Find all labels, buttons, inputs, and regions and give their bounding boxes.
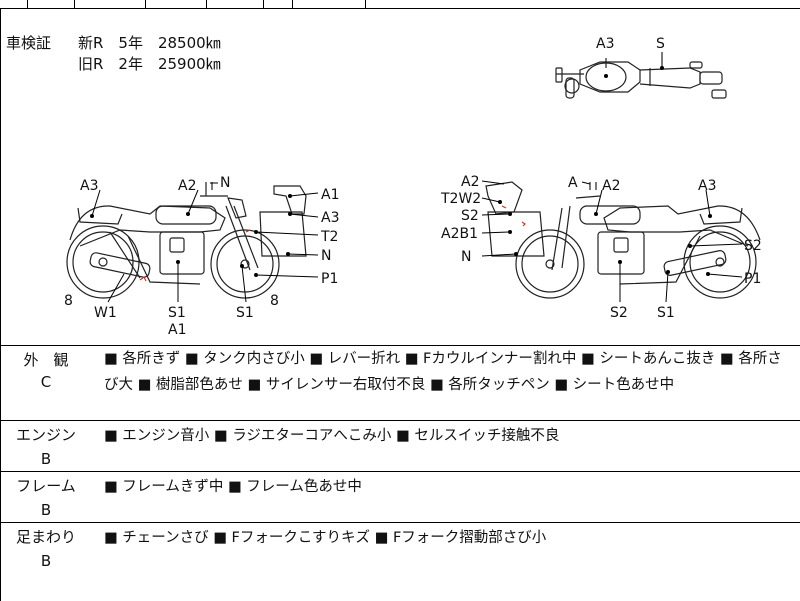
strip-cell (146, 0, 207, 8)
left-label-a1-bottom: A1 (168, 322, 186, 338)
condition-name: 外 観 (23, 351, 69, 369)
condition-row-suspension: 足まわり B ■ チェーンさび ■ Fフォークこすりキズ ■ Fフォーク摺動部さ… (0, 523, 800, 600)
registration-new: 新R 5年 28500㎞ (78, 34, 221, 52)
damage-diagram: A3 S A3 A2 N A1 A3 T2 N P1 8 8 W1 S1 A1 … (64, 36, 762, 338)
sheet-frame (0, 8, 800, 601)
right-label-a3: A3 (698, 178, 716, 194)
strip-cell (28, 0, 75, 8)
strip-cell (75, 0, 146, 8)
condition-grade: B (40, 450, 52, 468)
condition-grade: B (40, 501, 52, 519)
left-label-a3: A3 (80, 178, 98, 194)
condition-row-frame: フレーム B ■ フレームきず中 ■ フレーム色あせ中 (0, 472, 800, 522)
right-label-n: N (461, 249, 471, 265)
divider (0, 345, 800, 346)
left-label-n-top: N (220, 175, 230, 191)
right-label-s2-right: S2 (744, 238, 762, 254)
strip-cell (207, 0, 264, 8)
divider (0, 420, 800, 421)
condition-grade: B (40, 552, 52, 570)
condition-name: フレーム (16, 477, 76, 495)
right-label-t2w2: T2W2 (440, 191, 481, 207)
divider (0, 522, 800, 523)
condition-name: エンジン (15, 426, 76, 444)
condition-notes: ■ フレームきず中 ■ フレーム色あせ中 (104, 479, 362, 495)
condition-notes: ■ エンジン音小 ■ ラジエターコアへこみ小 ■ セルスイッチ接触不良 (104, 428, 560, 444)
top-label-s: S (656, 36, 665, 52)
left-label-a3-right: A3 (321, 210, 339, 226)
condition-notes: ■ 各所きず ■ タンク内さび小 ■ レバー折れ ■ Fカウルインナー割れ中 ■… (104, 351, 782, 393)
left-label-t2: T2 (320, 229, 338, 245)
left-label-w1: W1 (94, 305, 117, 321)
condition-row-engine: エンジン B ■ エンジン音小 ■ ラジエターコアへこみ小 ■ セルスイッチ接触… (0, 421, 800, 471)
left-label-8-left: 8 (64, 293, 73, 309)
top-table-strip (0, 0, 800, 10)
right-side-motorcycle-icon (485, 181, 761, 299)
strip-cell (293, 0, 366, 8)
condition-row-exterior: 外 観 C ■ 各所きず ■ タンク内さび小 ■ レバー折れ ■ Fカウルインナ… (0, 346, 800, 420)
left-label-s1-right: S1 (236, 305, 254, 321)
damage-marks (139, 205, 526, 282)
right-label-p1: P1 (744, 271, 761, 287)
leader-lines (91, 180, 743, 303)
left-label-n-right: N (321, 248, 331, 264)
left-label-8-right: 8 (270, 293, 279, 309)
registration-label: 車検証 (6, 34, 52, 52)
left-side-motorcycle-icon (66, 182, 307, 299)
condition-grade: C (40, 373, 52, 391)
top-view-motorcycle-icon (555, 52, 727, 99)
right-label-s2-bottom: S2 (610, 305, 628, 321)
top-label-a3: A3 (596, 36, 614, 52)
left-label-p1: P1 (321, 271, 338, 287)
left-label-a1: A1 (321, 187, 339, 203)
right-label-s2: S2 (461, 208, 479, 224)
condition-notes: ■ チェーンさび ■ Fフォークこすりキズ ■ Fフォーク摺動部さび小 (104, 530, 547, 546)
left-label-s1: S1 (168, 305, 186, 321)
right-label-a2: A2 (461, 174, 479, 190)
strip-cell (264, 0, 293, 8)
right-label-a: A (568, 175, 578, 191)
registration-old: 旧R 2年 25900㎞ (78, 55, 221, 73)
strip-cell (0, 0, 28, 8)
condition-name: 足まわり (15, 528, 76, 546)
right-label-a2-center: A2 (602, 178, 620, 194)
left-label-a2: A2 (178, 178, 196, 194)
right-label-a2b1: A2B1 (441, 226, 478, 242)
right-label-s1-bottom: S1 (657, 305, 675, 321)
leader-dots (90, 66, 712, 277)
divider (0, 471, 800, 472)
